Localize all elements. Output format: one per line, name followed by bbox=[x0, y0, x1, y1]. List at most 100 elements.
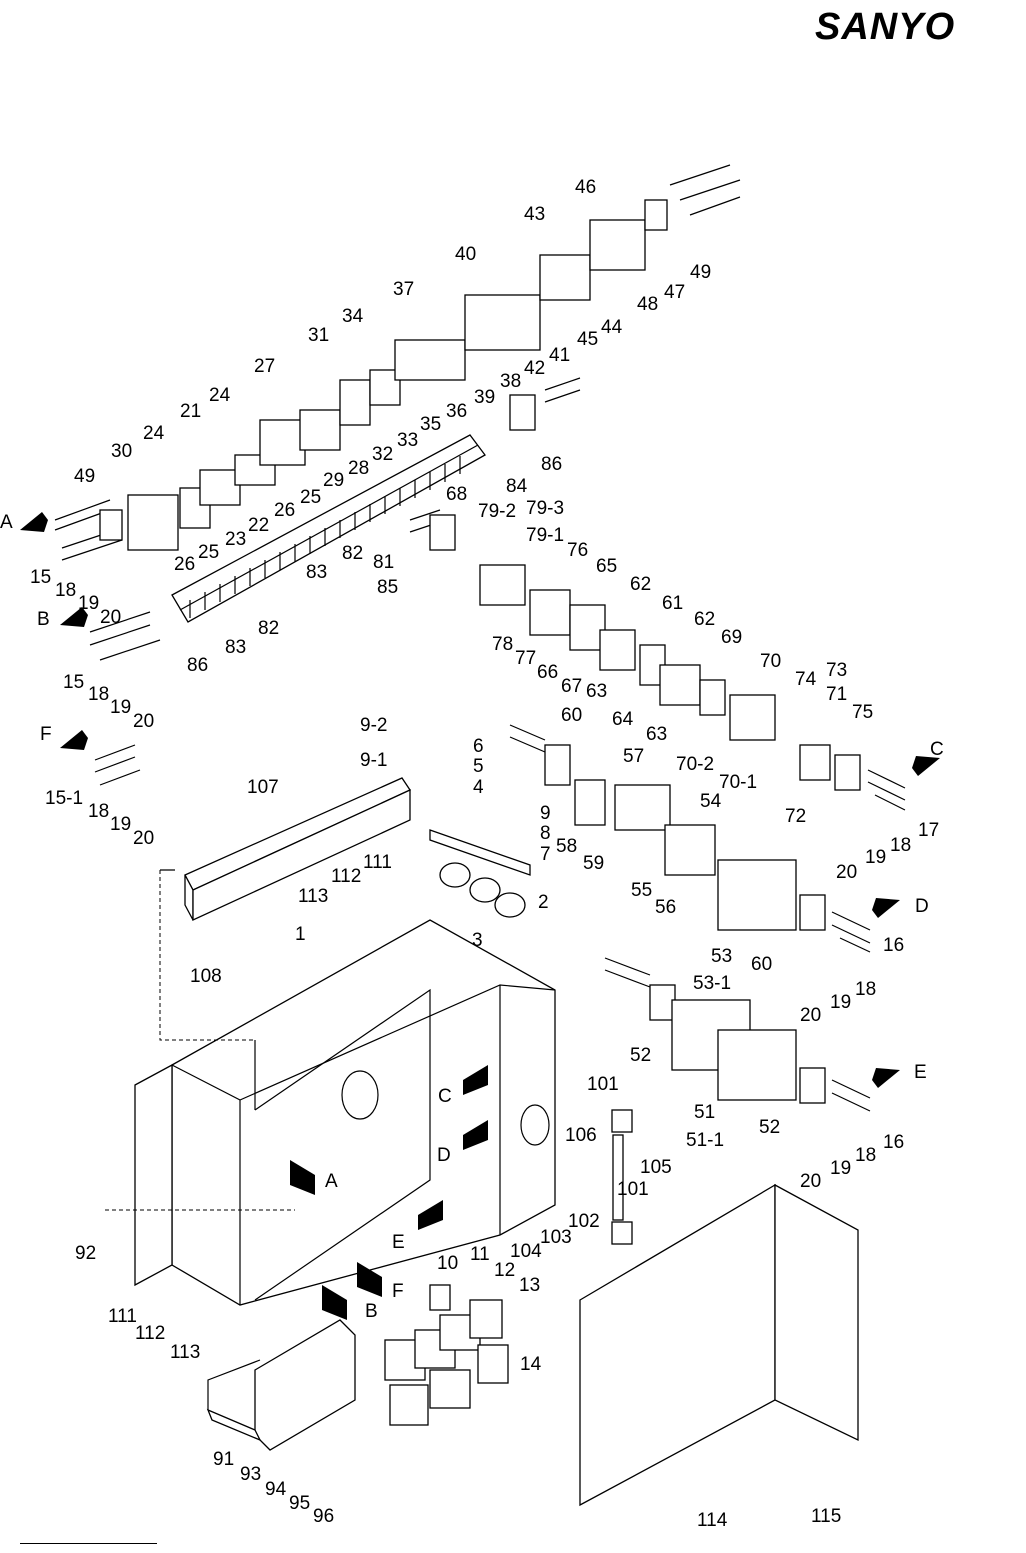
callout-13: 13 bbox=[519, 1275, 540, 1296]
callout-43: 43 bbox=[524, 204, 545, 225]
view-marker-d-2: D bbox=[437, 1145, 451, 1166]
callout-112-2: 112 bbox=[135, 1323, 165, 1344]
callout-63-2: 63 bbox=[646, 724, 667, 745]
callout-74: 74 bbox=[795, 669, 817, 690]
callout-78: 78 bbox=[492, 634, 513, 655]
callout-101: 101 bbox=[587, 1074, 619, 1095]
callout-20-4: 20 bbox=[836, 862, 857, 883]
callout-18-6: 18 bbox=[855, 1145, 876, 1166]
callout-106: 106 bbox=[565, 1125, 597, 1146]
view-marker-e-2: E bbox=[392, 1232, 405, 1253]
callout-18-5: 18 bbox=[855, 979, 876, 1000]
callout-49: 49 bbox=[74, 466, 95, 487]
view-marker-e: E bbox=[914, 1062, 927, 1083]
callout-6: 6 bbox=[473, 736, 484, 757]
callout-55: 55 bbox=[631, 880, 652, 901]
callout-75: 75 bbox=[852, 702, 873, 723]
callout-25-2: 25 bbox=[300, 487, 321, 508]
callout-5: 5 bbox=[473, 756, 484, 777]
callout-32: 32 bbox=[372, 444, 393, 465]
callout-76: 76 bbox=[567, 540, 588, 561]
callout-58: 58 bbox=[556, 836, 577, 857]
callout-94: 94 bbox=[265, 1479, 287, 1500]
callout-114: 114 bbox=[697, 1510, 728, 1531]
callout-60: 60 bbox=[561, 705, 582, 726]
callout-93: 93 bbox=[240, 1464, 261, 1485]
callout-49-2: 49 bbox=[690, 262, 711, 283]
callout-7: 7 bbox=[540, 844, 551, 865]
callout-70-2: 70-2 bbox=[676, 754, 714, 775]
callout-62: 62 bbox=[630, 574, 651, 595]
callout-41: 41 bbox=[549, 345, 570, 366]
callout-19-6: 19 bbox=[830, 1158, 851, 1179]
callout-20: 20 bbox=[100, 607, 121, 628]
callout-68: 68 bbox=[446, 484, 467, 505]
callout-31: 31 bbox=[308, 325, 329, 346]
brand-logo: SANYO bbox=[815, 6, 956, 48]
callout-79-1: 79-1 bbox=[526, 525, 564, 546]
view-marker-a-2: A bbox=[325, 1171, 338, 1192]
callout-18-4: 18 bbox=[890, 835, 911, 856]
callout-79-2: 79-2 bbox=[478, 501, 516, 522]
callout-19-5: 19 bbox=[830, 992, 851, 1013]
footer-rule bbox=[20, 1543, 157, 1544]
callout-86-2: 86 bbox=[541, 454, 562, 475]
callout-45: 45 bbox=[577, 329, 598, 350]
callout-71: 71 bbox=[826, 684, 847, 705]
diagram-artwork bbox=[20, 164, 940, 1507]
callout-24-2: 24 bbox=[209, 385, 231, 406]
callout-111: 111 bbox=[363, 852, 392, 873]
callout-21: 21 bbox=[180, 401, 201, 422]
callout-20-6: 20 bbox=[800, 1171, 821, 1192]
callout-16: 16 bbox=[883, 935, 904, 956]
callout-82-2: 82 bbox=[342, 543, 363, 564]
callout-69: 69 bbox=[721, 627, 742, 648]
callout-19: 19 bbox=[78, 593, 99, 614]
callout-81: 81 bbox=[373, 552, 394, 573]
callout-84: 84 bbox=[506, 476, 528, 497]
callout-105: 105 bbox=[640, 1157, 672, 1178]
callout-4: 4 bbox=[473, 777, 484, 798]
view-marker-c: C bbox=[930, 739, 944, 760]
callout-112: 112 bbox=[331, 866, 361, 887]
callout-115: 115 bbox=[811, 1506, 841, 1527]
callout-86: 86 bbox=[187, 655, 208, 676]
callout-56: 56 bbox=[655, 897, 676, 918]
callout-48: 48 bbox=[637, 294, 658, 315]
view-marker-b: B bbox=[37, 609, 50, 630]
callout-96: 96 bbox=[313, 1506, 334, 1527]
callout-77: 77 bbox=[515, 648, 536, 669]
callout-16-2: 16 bbox=[883, 1132, 904, 1153]
view-marker-b-2: B bbox=[365, 1301, 378, 1322]
callout-27: 27 bbox=[254, 356, 275, 377]
callout-44: 44 bbox=[601, 317, 623, 338]
callout-38: 38 bbox=[500, 371, 521, 392]
view-marker-d: D bbox=[915, 896, 929, 917]
callout-25: 25 bbox=[198, 542, 219, 563]
callout-15-2: 15 bbox=[63, 672, 84, 693]
callout-18: 18 bbox=[55, 580, 76, 601]
callout-101-2: 101 bbox=[617, 1179, 649, 1200]
callout-19-3: 19 bbox=[110, 814, 131, 835]
view-marker-f-2: F bbox=[392, 1281, 404, 1302]
callout-82: 82 bbox=[258, 618, 279, 639]
callout-35: 35 bbox=[420, 414, 441, 435]
callout-18-3: 18 bbox=[88, 801, 109, 822]
callout-66: 66 bbox=[537, 662, 558, 683]
callout-62-2: 62 bbox=[694, 609, 715, 630]
callout-15: 15 bbox=[30, 567, 51, 588]
callout-53: 53 bbox=[711, 946, 732, 967]
callout-70: 70 bbox=[760, 651, 781, 672]
callout-51-1: 51-1 bbox=[686, 1130, 724, 1151]
callout-103: 103 bbox=[540, 1227, 572, 1248]
callout-20-2: 20 bbox=[133, 711, 154, 732]
callout-52: 52 bbox=[630, 1045, 651, 1066]
callout-85: 85 bbox=[377, 577, 398, 598]
callout-92: 92 bbox=[75, 1243, 96, 1264]
view-marker-f: F bbox=[40, 724, 52, 745]
callout-33: 33 bbox=[397, 430, 418, 451]
callout-2: 2 bbox=[538, 892, 549, 913]
